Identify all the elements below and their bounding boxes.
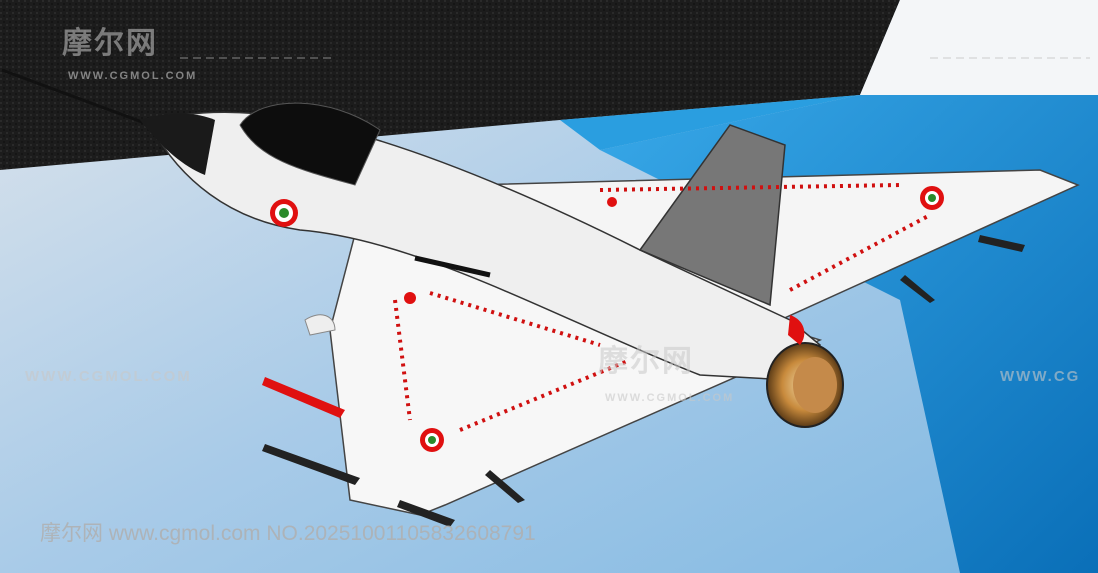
watermark-site-partial: WWW.CG — [1000, 368, 1081, 385]
watermark-site: WWW.CGMOL.COM — [25, 368, 192, 385]
watermark-site: WWW.CGMOL.COM — [68, 70, 198, 82]
roundel — [920, 186, 944, 210]
roundel — [270, 199, 298, 227]
watermark-logo: 摩尔网 — [598, 345, 694, 378]
missile — [978, 235, 1025, 252]
watermark-logo: 摩尔网 — [62, 27, 158, 60]
missile — [900, 275, 935, 303]
missile — [397, 500, 455, 527]
missile — [262, 444, 360, 485]
missile — [262, 377, 345, 418]
aircraft — [1, 68, 1080, 527]
watermark-site: WWW.CGMOL.COM — [605, 392, 735, 404]
missile — [485, 470, 525, 503]
roundel — [420, 428, 444, 452]
watermark-serial: 摩尔网 www.cgmol.com NO.2025100110583260879… — [40, 522, 536, 545]
